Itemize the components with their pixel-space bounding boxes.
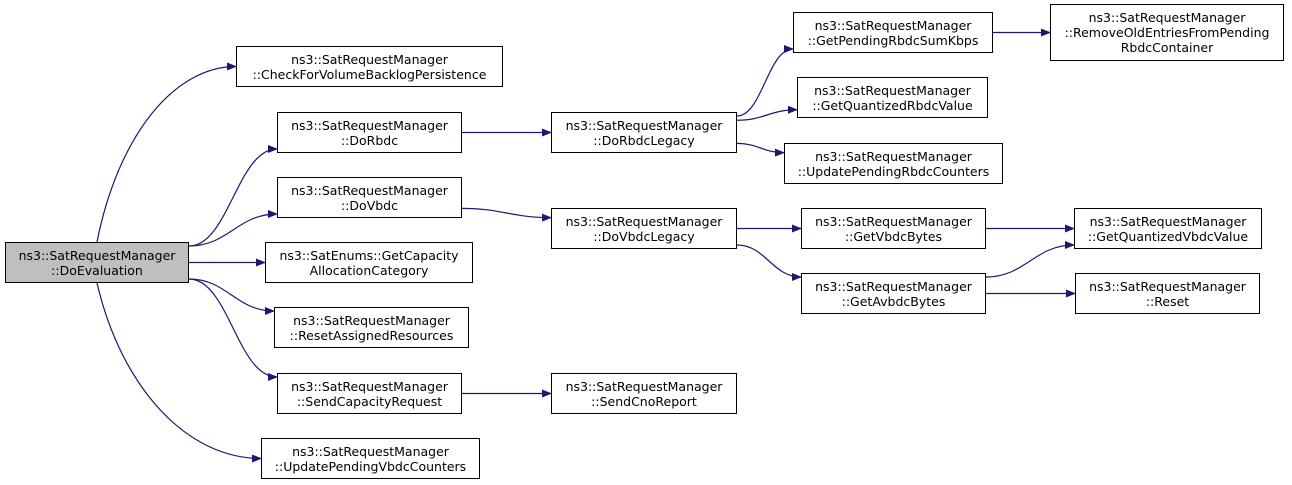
node-line: ::SendCapacityRequest [296, 393, 443, 409]
node-line: ::DoRbdcLegacy [593, 132, 695, 148]
node-line: ns3::SatRequestManager [1089, 278, 1246, 294]
node-line: AllocationCategory [309, 262, 429, 278]
node-get-pending-rbdc-sum-kbps[interactable]: ns3::SatRequestManager ::GetPendingRbdcS… [793, 12, 993, 53]
node-reset-assigned-resources[interactable]: ns3::SatRequestManager ::ResetAssignedRe… [274, 307, 469, 348]
node-line: RbdcContainer [1120, 40, 1214, 55]
node-do-rbdc[interactable]: ns3::SatRequestManager ::DoRbdc [277, 112, 462, 153]
node-line: ::Reset [1145, 293, 1190, 309]
node-line: ns3::SatRequestManager [18, 247, 176, 263]
node-get-vbdc-bytes[interactable]: ns3::SatRequestManager ::GetVbdcBytes [801, 208, 986, 249]
node-line: ns3::SatRequestManager [291, 378, 448, 394]
node-line: ::SendCnoReport [591, 393, 697, 409]
node-line: ns3::SatRequestManager [815, 213, 972, 229]
node-line: ns3::SatRequestManager [291, 182, 448, 198]
edge-doVbdcLegacy-to-getAvbdcBytes [736, 244, 802, 281]
edge-getAvbdcBytes-to-getQuantVbdc [985, 241, 1075, 278]
node-line: ns3::SatRequestManager [292, 443, 449, 459]
node-line: ns3::SatRequestManager [565, 117, 723, 133]
node-line: ns3::SatRequestManager [1089, 213, 1247, 229]
node-line: ns3::SatRequestManager [814, 17, 972, 33]
node-line: ns3::SatRequestManager [565, 213, 723, 229]
edge-doEvaluation-to-checkBacklog [96, 62, 237, 243]
node-update-pending-rbdc-counters[interactable]: ns3::SatRequestManager ::UpdatePendingRb… [784, 143, 1003, 184]
edge-doEvaluation-to-sendCapacityReq [188, 278, 278, 381]
node-do-rbdc-legacy[interactable]: ns3::SatRequestManager ::DoRbdcLegacy [551, 112, 737, 153]
node-line: ::GetVbdcBytes [844, 228, 943, 244]
node-line: ns3::SatEnums::GetCapacity [279, 247, 459, 263]
node-get-quantized-vbdc-value[interactable]: ns3::SatRequestManager ::GetQuantizedVbd… [1074, 208, 1262, 249]
node-do-vbdc-legacy[interactable]: ns3::SatRequestManager ::DoVbdcLegacy [551, 208, 737, 249]
edge-doRbdcLegacy-to-getQuantRbdc [736, 105, 798, 121]
edge-doEvaluation-to-doVbdc [188, 210, 278, 247]
node-line: ::UpdatePendingRbdcCounters [797, 163, 990, 179]
node-get-capacity-allocation-category[interactable]: ns3::SatEnums::GetCapacity AllocationCat… [265, 242, 473, 283]
node-line: ns3::SatRequestManager [814, 82, 971, 98]
node-get-avbdc-bytes[interactable]: ns3::SatRequestManager ::GetAvbdcBytes [801, 273, 986, 314]
edge-doRbdcLegacy-to-updatePendingRbdc [736, 142, 785, 157]
node-update-pending-vbdc-counters[interactable]: ns3::SatRequestManager ::UpdatePendingVb… [261, 438, 480, 479]
node-line: ::GetQuantizedVbdcValue [1087, 228, 1249, 244]
edge-doVbdc-to-doVbdcLegacy [461, 207, 552, 222]
node-send-cno-report[interactable]: ns3::SatRequestManager ::SendCnoReport [551, 373, 737, 414]
node-remove-old-entries-from-pending-rbdc-container[interactable]: ns3::SatRequestManager ::RemoveOldEntrie… [1050, 4, 1284, 61]
node-line: ::UpdatePendingVbdcCounters [274, 458, 467, 474]
edge-doEvaluation-to-doRbdc [188, 145, 278, 247]
node-reset[interactable]: ns3::SatRequestManager ::Reset [1075, 273, 1260, 314]
node-line: ns3::SatRequestManager [565, 378, 723, 394]
node-line: ::ResetAssignedResources [289, 327, 454, 343]
node-line: ::DoRbdc [340, 132, 399, 148]
node-line: ns3::SatRequestManager [815, 148, 972, 164]
node-line: ns3::SatRequestManager [815, 278, 972, 294]
node-line: ::DoVbdc [341, 197, 398, 213]
node-line: ::DoVbdcLegacy [593, 228, 695, 244]
node-line: ns3::SatRequestManager [1088, 10, 1246, 25]
node-check-for-volume-backlog-persistence[interactable]: ns3::SatRequestManager ::CheckForVolumeB… [236, 46, 503, 87]
node-do-evaluation: ns3::SatRequestManager ::DoEvaluation [5, 242, 189, 283]
node-line: ns3::SatRequestManager [293, 312, 450, 328]
node-line: ns3::SatRequestManager [291, 51, 448, 67]
edge-doRbdcLegacy-to-getPendingRbdcSum [736, 45, 794, 117]
node-do-vbdc[interactable]: ns3::SatRequestManager ::DoVbdc [277, 177, 462, 218]
edge-doEvaluation-to-updatePendingVbdc [96, 282, 262, 463]
node-line: ::GetPendingRbdcSumKbps [807, 32, 979, 48]
node-line: ::DoEvaluation [51, 262, 143, 278]
node-line: ::RemoveOldEntriesFromPending [1064, 25, 1270, 40]
node-get-quantized-rbdc-value[interactable]: ns3::SatRequestManager ::GetQuantizedRbd… [797, 77, 988, 118]
node-line: ns3::SatRequestManager [291, 117, 448, 133]
node-line: ::GetAvbdcBytes [841, 293, 946, 309]
node-send-capacity-request[interactable]: ns3::SatRequestManager ::SendCapacityReq… [277, 373, 462, 414]
edge-doEvaluation-to-resetAssigned [188, 278, 275, 315]
node-line: ::GetQuantizedRbdcValue [812, 97, 973, 113]
node-line: ::CheckForVolumeBacklogPersistence [252, 66, 487, 82]
